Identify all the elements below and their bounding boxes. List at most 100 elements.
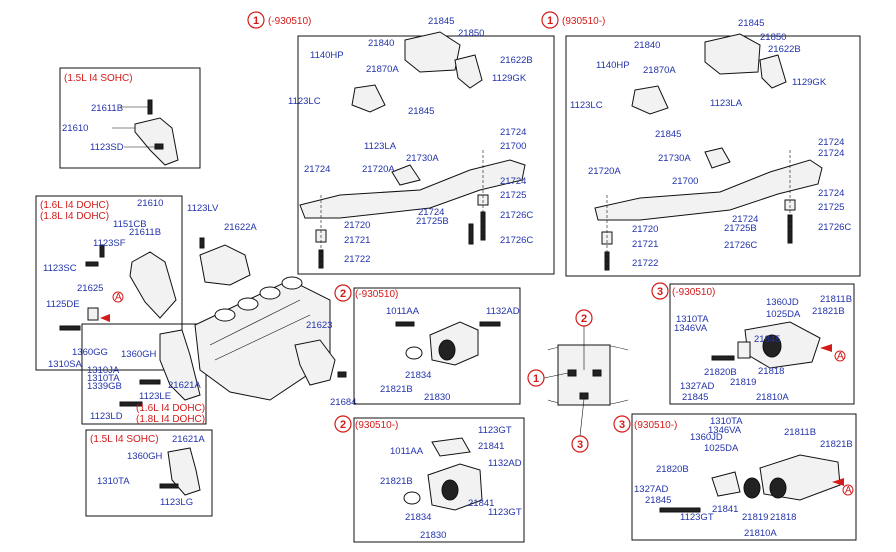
pn-1360GG: 1360GG — [72, 347, 108, 358]
pn-1346VA-p3t: 1346VA — [674, 323, 708, 334]
pn-21818-p3b: 21818 — [770, 512, 796, 523]
dohc-label-2: (1.8L I4 DOHC) — [40, 211, 109, 222]
pn-21725B-p1r: 21725B — [724, 223, 757, 234]
pn-1346VA-p3b: 1346VA — [708, 425, 742, 436]
pn-21845-p3b: 21845 — [645, 495, 671, 506]
mount-p3t — [744, 321, 821, 369]
insulator-p1l — [351, 84, 386, 113]
pn-1310TA: 1310TA — [87, 373, 120, 384]
ref-a-p3b: A — [845, 485, 852, 496]
pn-1310SA: 1310SA — [48, 359, 82, 370]
pn-21811B-p3b: 21811B — [784, 427, 816, 438]
pn-1360JD-p3t: 1360JD — [766, 297, 799, 308]
pn-1140HP-p1r: 1140HP — [596, 60, 630, 71]
pn-21830-p2b: 21830 — [420, 530, 446, 541]
pn-21625: 21625 — [77, 283, 103, 294]
pn-21845-p1r-b: 21845 — [655, 129, 681, 140]
pn-21724-p1l-c: 21724 — [500, 176, 526, 187]
pn-21722-p1l: 21722 — [344, 254, 370, 265]
pn-21870A-p1r: 21870A — [643, 65, 676, 76]
pn-21850-p1l: 21850 — [458, 28, 484, 39]
pn-21725-p1l: 21725 — [500, 190, 526, 201]
pn-1123LD: 1123LD — [90, 411, 123, 422]
crossmember-p1l — [299, 159, 526, 219]
pn-21724-p1l-a: 21724 — [500, 127, 526, 138]
pn-1123GT-p2b-a: 1123GT — [478, 425, 512, 436]
pn-21720A-p1r: 21720A — [588, 166, 621, 177]
insulator-p1r — [631, 85, 669, 115]
engine-mount-bracket — [199, 244, 251, 286]
callout-1-right — [541, 11, 559, 29]
pn-21845-p1r-a: 21845 — [738, 18, 764, 29]
pn-21623: 21623 — [306, 320, 332, 331]
pn-21700-p1r: 21700 — [672, 176, 698, 187]
pn-1129GK-p1r: 1129GK — [792, 77, 827, 88]
dohc-lower-label-2: (1.8L I4 DOHC) — [136, 414, 205, 425]
arrow-a-icon-p3b — [832, 478, 844, 486]
pn-1123LG: 1123LG — [160, 497, 193, 508]
pn-21721-p1l: 21721 — [344, 235, 370, 246]
range-p3-top: (-930510) — [672, 287, 715, 298]
sohc-bottom-label: (1.5L I4 SOHC) — [90, 434, 159, 445]
pn-1310TA-sohc: 1310TA — [97, 476, 130, 487]
pn-21840-p1l: 21840 — [368, 38, 394, 49]
pn-21684: 21684 — [330, 397, 356, 408]
panel-1-right — [565, 35, 861, 277]
pn-21622B-p1r: 21622B — [768, 44, 801, 55]
callout-1-left-num: 1 — [253, 15, 259, 27]
pn-21845-p1l-a: 21845 — [428, 16, 454, 27]
pn-21726C-p1l-a: 21726C — [500, 210, 533, 221]
pn-1123GT-p2b-b: 1123GT — [488, 507, 522, 518]
pn-21611B: 21611B — [91, 103, 123, 114]
transaxle-bracket-sohc — [167, 447, 201, 496]
sohc-top-box — [59, 67, 201, 169]
bracket-stud — [147, 99, 153, 115]
pn-1123LA-p1l: 1123LA — [364, 141, 397, 152]
pn-21621A: 21621A — [168, 380, 201, 391]
pn-21841-p2b-b: 21841 — [468, 498, 494, 509]
callout-2-bottom-num: 2 — [340, 419, 346, 431]
pn-1360GH: 1360GH — [121, 349, 157, 360]
pn-21845-p1l-b: 21845 — [408, 106, 434, 117]
range-p1-left: (-930510) — [268, 16, 311, 27]
pn-1123LV: 1123LV — [187, 203, 219, 214]
range-p1-right: (930510-) — [562, 16, 605, 27]
pn-1123SD: 1123SD — [90, 142, 124, 153]
pn-1140HP-p1l: 1140HP — [310, 50, 344, 61]
pn-21834-p2b: 21834 — [405, 512, 431, 523]
pn-21845-p3t-a: 21845 — [754, 334, 780, 345]
dohc-box — [35, 195, 183, 371]
pn-21811B-p3t: 21811B — [820, 294, 852, 305]
pn-21810A-p3b: 21810A — [744, 528, 777, 539]
ref-a-p3t: A — [837, 351, 844, 362]
pn-1310JA: 1310JA — [87, 365, 120, 376]
pn-21841-p3b: 21841 — [712, 504, 738, 515]
pn-21720A-p1l: 21724 — [304, 164, 330, 175]
pn-1123SC: 1123SC — [43, 263, 77, 274]
pn-1327AD-p3b: 1327AD — [634, 484, 668, 495]
pn-21724-p1r-b: 21724 — [818, 148, 844, 159]
arrow-a-icon-p3t — [820, 344, 832, 352]
dohc-lower-label-1: (1.6L I4 DOHC) — [136, 403, 205, 414]
pn-1123LE: 1123LE — [139, 391, 171, 402]
pn-21730A-p1r: 21730A — [658, 153, 691, 164]
sohc-bottom-box — [85, 429, 213, 517]
panel-3-bottom — [631, 413, 857, 541]
pn-1025DA-p3b: 1025DA — [704, 443, 739, 454]
callout-1-left — [247, 11, 265, 29]
pn-1123LC-p1l: 1123LC — [288, 96, 321, 107]
pn-21821B-p2b: 21821B — [380, 476, 413, 487]
bracket-spacer — [87, 307, 99, 321]
pn-21819-p3b: 21819 — [742, 512, 768, 523]
pn-21820B-p3b: 21820B — [656, 464, 689, 475]
pn-1025DA-p3t: 1025DA — [766, 309, 801, 320]
pn-21621A-sohc: 21621A — [172, 434, 205, 445]
engine-block — [194, 276, 331, 401]
pn-1310TA-p3b: 1310TA — [710, 416, 743, 427]
pn-1360GH-sohc: 1360GH — [127, 451, 163, 462]
pn-21818-p3t: 21818 — [758, 366, 784, 377]
pn-21841-p2b-a: 21841 — [478, 441, 504, 452]
range-p3-bottom: (930510-) — [634, 420, 677, 431]
pn-21870A-p1l: 21870A — [366, 64, 399, 75]
pn-21622B-p1l: 21622B — [500, 55, 533, 66]
